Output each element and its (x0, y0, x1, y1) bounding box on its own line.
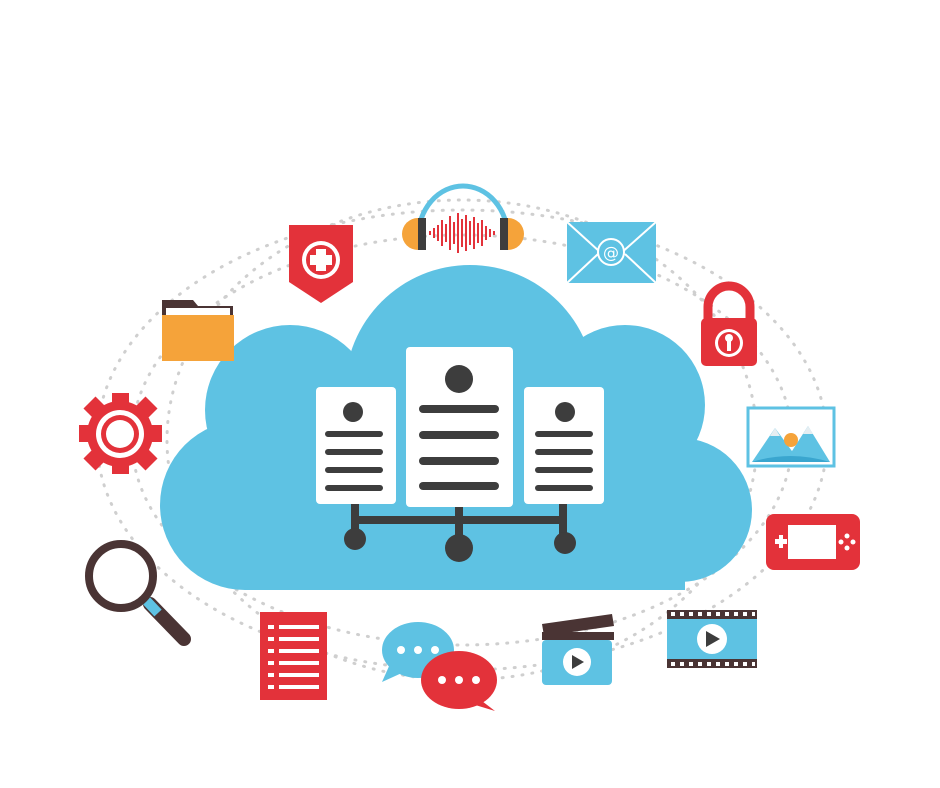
magnifier-icon (85, 540, 191, 646)
email-at-symbol: @ (603, 243, 619, 262)
image-landscape-icon (746, 406, 836, 468)
sound-wave (429, 213, 495, 253)
clapperboard-video-icon (542, 614, 614, 685)
checklist-document-icon (260, 612, 327, 700)
document-center (406, 347, 513, 507)
gamepad-icon (766, 514, 860, 570)
email-envelope-icon: @ (566, 221, 657, 284)
folder-icon (162, 300, 234, 361)
headphones-audio-icon (402, 183, 524, 253)
shield-plus-icon (289, 225, 353, 303)
chat-bubbles-icon (382, 622, 497, 711)
film-strip-icon (667, 610, 757, 668)
gear-icon (79, 393, 162, 474)
document-left (316, 387, 396, 504)
document-right (524, 387, 604, 504)
document-network (316, 347, 604, 562)
padlock-icon (701, 281, 757, 366)
